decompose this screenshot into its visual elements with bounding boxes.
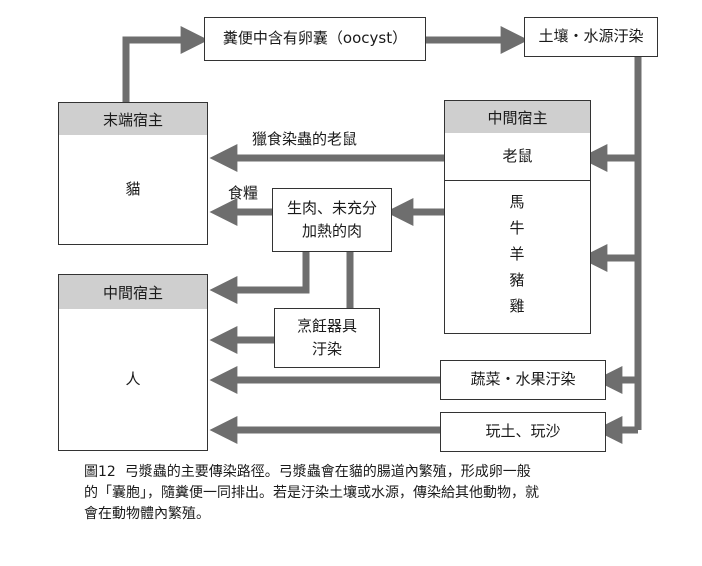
soil-play-label: 玩土、玩沙	[485, 422, 561, 441]
rat-to-cat-label: 獵食染蟲的老鼠	[252, 130, 358, 148]
livestock-pig: 豬	[509, 271, 525, 289]
livestock-horse: 馬	[509, 193, 525, 211]
caption-figure-number: 圖12	[84, 464, 116, 480]
figure-caption: 圖12 弓漿蟲的主要傳染路徑。弓漿蟲會在貓的腸道內繁殖，形成卵一般 的「囊胞」，…	[84, 462, 650, 525]
human-label: 人	[125, 369, 141, 388]
cat-label: 貓	[125, 179, 141, 198]
definitive-host-header-label: 末端宿主	[102, 110, 163, 129]
vegetables-box: 蔬菜・水果汙染	[440, 360, 606, 400]
caption-line-1: 圖12 弓漿蟲的主要傳染路徑。弓漿蟲會在貓的腸道內繁殖，形成卵一般	[84, 462, 650, 483]
arrow-meat-to-human	[209, 252, 310, 304]
livestock-list: 馬 牛 羊 豬 雞	[445, 189, 589, 319]
soil-water-box: 土壤・水源汙染	[524, 17, 658, 57]
livestock-sheep: 羊	[509, 245, 525, 263]
soil-play-box: 玩土、玩沙	[440, 412, 606, 452]
utensils-label-line2: 汙染	[311, 340, 342, 358]
utensils-label-line1: 烹飪器具	[296, 316, 357, 335]
rat-label: 老鼠	[502, 146, 533, 165]
vegetables-label: 蔬菜・水果汙染	[470, 370, 576, 389]
livestock-chicken: 雞	[509, 297, 525, 315]
caption-line-2: 的「囊胞」，隨糞便一同排出。若是汙染土壤或水源，傳染給其他動物，就	[84, 485, 539, 501]
meat-box: 生肉、未充分 加熱的肉	[272, 188, 392, 252]
meat-label-line1: 生肉、未充分	[286, 198, 377, 217]
human-box: 人	[58, 309, 208, 451]
flow-arrows	[122, 26, 642, 444]
definitive-host-header: 末端宿主	[58, 102, 208, 136]
caption-text-1: 弓漿蟲的主要傳染路徑。弓漿蟲會在貓的腸道內繁殖，形成卵一般	[124, 464, 531, 480]
livestock-box: 馬 牛 羊 豬 雞	[444, 180, 591, 334]
livestock-cow: 牛	[509, 219, 525, 237]
intermediate-host-human-header: 中間宿主	[58, 274, 208, 310]
utensils-box: 烹飪器具 汙染	[274, 308, 380, 368]
cat-box: 貓	[58, 135, 208, 245]
oocyst-box: 糞便中含有卵囊（oocyst）	[204, 17, 426, 61]
caption-line-3: 會在動物體內繁殖。	[84, 506, 210, 522]
soil-water-label: 土壤・水源汙染	[538, 27, 644, 46]
rat-box: 老鼠	[444, 133, 591, 181]
intermediate-host-animals-header: 中間宿主	[444, 100, 591, 134]
meat-label-line2: 加熱的肉	[301, 222, 362, 240]
intermediate-host-human-header-label: 中間宿主	[102, 283, 163, 302]
oocyst-label: 糞便中含有卵囊（oocyst）	[222, 29, 408, 48]
arrow-cat-to-oocyst	[122, 26, 209, 102]
meat-to-cat-label: 食糧	[228, 184, 259, 202]
intermediate-host-animals-header-label: 中間宿主	[487, 108, 548, 127]
